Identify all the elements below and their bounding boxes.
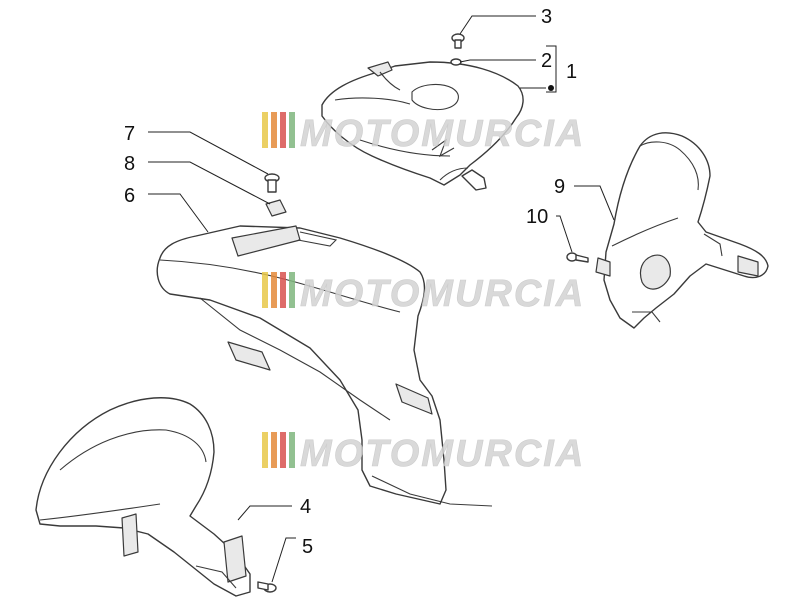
- watermark-stripe: [271, 272, 277, 308]
- callout-6: 6: [124, 185, 135, 207]
- part-screw-7: [264, 173, 280, 193]
- watermark-text: MOTOMURCIA: [300, 273, 585, 315]
- watermark: MOTOMURCIA MOTOMURCIA MOTOMURCIA: [262, 112, 585, 475]
- callout-1: 1: [566, 61, 577, 83]
- leader-1-bracket: [546, 45, 557, 93]
- watermark-stripe: [262, 432, 268, 468]
- leader-5: [271, 537, 296, 583]
- callout-3: 3: [541, 6, 552, 28]
- leader-4: [237, 505, 292, 521]
- watermark-stripe: [289, 272, 295, 308]
- watermark-stripe: [280, 272, 286, 308]
- watermark-stripe: [262, 112, 268, 148]
- part-screw-3: [451, 33, 465, 49]
- leader-6: [148, 193, 209, 233]
- leader-2: [459, 59, 536, 63]
- callout-7: 7: [124, 123, 135, 145]
- watermark-text: MOTOMURCIA: [300, 113, 585, 155]
- watermark-stripe: [271, 112, 277, 148]
- watermark-stripe: [262, 272, 268, 308]
- watermark-middle: MOTOMURCIA: [262, 272, 585, 315]
- part-inner-shield: [156, 225, 493, 507]
- callout-10: 10: [526, 206, 548, 228]
- bullet-point: [548, 85, 554, 91]
- callout-5: 5: [302, 536, 313, 558]
- leader-3: [459, 15, 536, 35]
- callout-2: 2: [541, 50, 552, 72]
- callout-4: 4: [300, 496, 311, 518]
- watermark-stripe: [280, 112, 286, 148]
- leader-7: [148, 131, 269, 175]
- watermark-stripe: [271, 432, 277, 468]
- callout-9: 9: [554, 176, 565, 198]
- part-front-mudguard: [35, 397, 251, 597]
- leader-8: [148, 161, 271, 205]
- watermark-stripe: [289, 432, 295, 468]
- watermark-stripe: [280, 432, 286, 468]
- part-dome-cover: [321, 61, 524, 191]
- part-screw-10: [566, 252, 589, 263]
- watermark-stripe: [289, 112, 295, 148]
- part-screw-5: [257, 581, 277, 593]
- part-washer-2: [450, 58, 462, 66]
- callouts: 3 2 1 7 8 6 9 10 4 5: [124, 6, 577, 558]
- watermark-text: MOTOMURCIA: [300, 433, 585, 475]
- part-rear-hugger: [595, 132, 769, 329]
- watermark-bottom: MOTOMURCIA: [262, 432, 585, 475]
- callout-8: 8: [124, 153, 135, 175]
- watermark-top: MOTOMURCIA: [262, 112, 585, 155]
- leader-9: [574, 185, 615, 221]
- leader-10: [556, 215, 573, 253]
- leader-lines: [148, 15, 615, 583]
- part-clip-nut-8: [265, 199, 287, 217]
